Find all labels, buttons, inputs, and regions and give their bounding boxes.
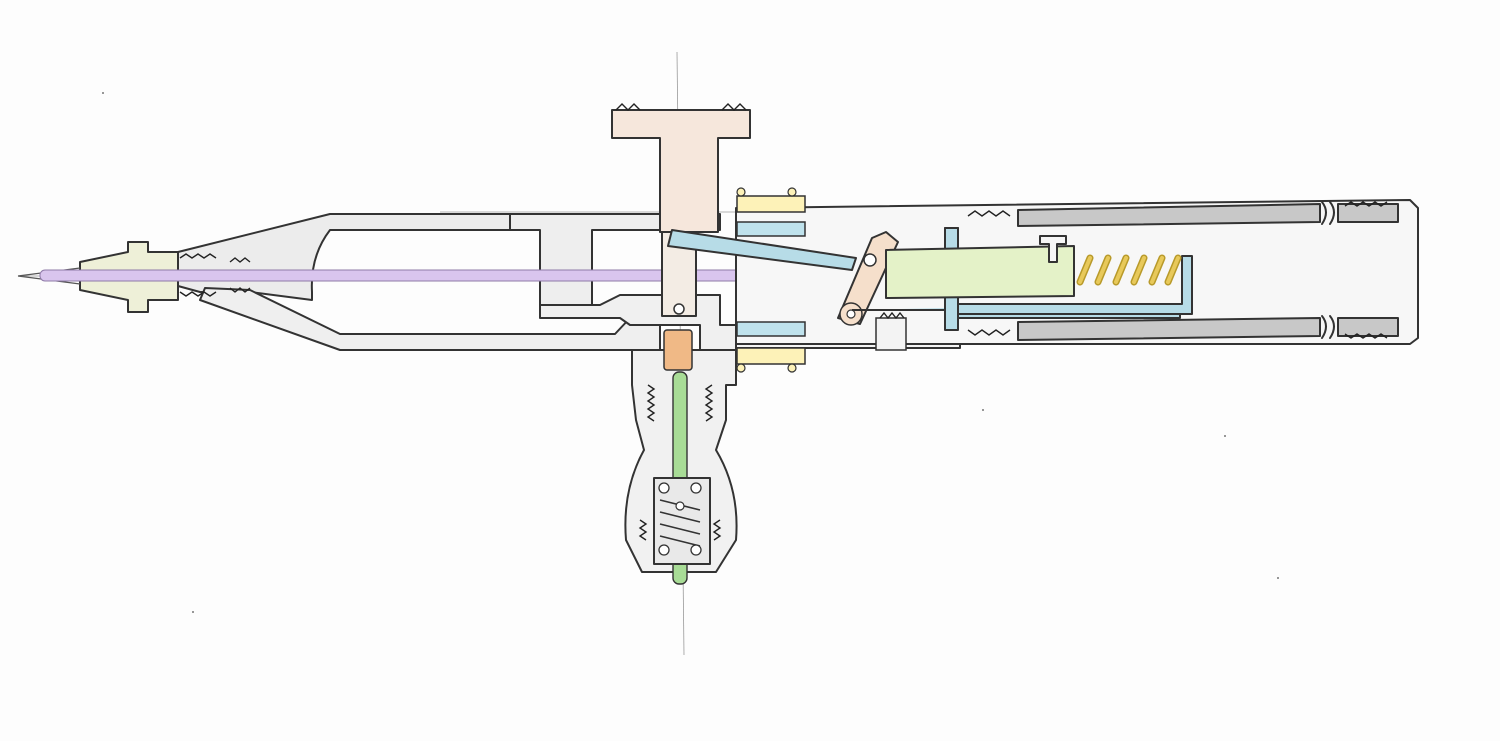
trigger-button [611,103,751,317]
adjustment-screw [875,311,907,351]
trigger-lever [667,227,1193,331]
hose-connector [638,477,722,565]
air-valve [663,329,693,371]
needle-spring [1076,254,1182,286]
pencil-specks [102,92,1279,613]
handle-barrel [735,199,1419,345]
needle-chuck [885,235,1075,299]
barrel-sleeves [736,187,806,373]
